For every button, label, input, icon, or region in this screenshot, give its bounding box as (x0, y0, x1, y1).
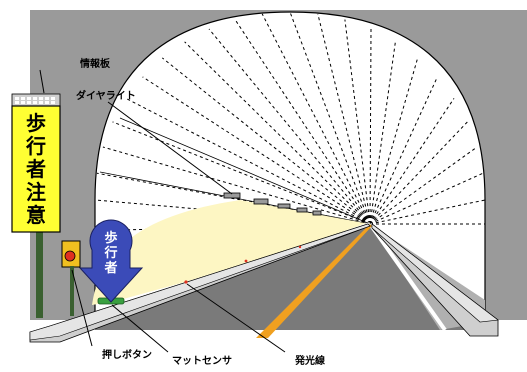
right-curb-top (371, 223, 499, 323)
lining-ray (369, 28, 372, 225)
lining-ray (184, 41, 371, 225)
road-edge-right (368, 222, 447, 332)
center-line (256, 224, 372, 338)
wall-line (119, 117, 371, 225)
lining-ray (369, 172, 484, 225)
pedestrian-marker-char: 行 (103, 245, 117, 261)
lining-ray (317, 13, 371, 225)
lining-ray (289, 11, 371, 225)
sign-char: 者 (25, 157, 46, 181)
lining-ray (369, 41, 396, 225)
info-board-pole (36, 232, 43, 318)
label-mat-sensor: マットセンサ (172, 355, 232, 367)
lining-ray (208, 28, 371, 225)
lining-ray (344, 19, 371, 225)
lining-ray (234, 19, 371, 225)
tunnel-lining-lines (94, 11, 486, 231)
light-beam (92, 200, 370, 305)
label-light-wire: 発光線 (294, 354, 325, 367)
sign-char: 歩 (26, 111, 46, 135)
label-info-board: 情報板 (80, 57, 111, 70)
info-board-sign (11, 105, 61, 233)
leader-lines (39, 69, 286, 353)
left-curb-top (29, 223, 371, 341)
lining-ray (112, 121, 371, 225)
sign-char: 意 (26, 203, 46, 227)
pedestrian-marker-char: 歩 (104, 230, 117, 246)
lining-ray (369, 76, 438, 225)
light-wire (184, 245, 302, 284)
lining-ray (125, 97, 371, 225)
info-board-led-strip (15, 97, 55, 104)
sign-char: 行 (25, 134, 46, 158)
lining-ray (102, 146, 371, 225)
lining-ray (369, 57, 419, 225)
push-button[interactable] (64, 250, 76, 262)
pedestrian-marker: 歩 行 者 (78, 219, 144, 303)
lining-ray (161, 57, 371, 225)
lining-ray (369, 199, 486, 225)
push-button-post (70, 266, 74, 316)
dia-light-fixtures (223, 192, 322, 216)
label-dia-light: ダイヤライト (76, 89, 136, 102)
pedestrian-marker-char: 者 (103, 260, 117, 276)
sign-char: 注 (26, 180, 46, 204)
lining-ray (96, 172, 371, 225)
lining-ray (369, 98, 455, 225)
label-push-button: 押しボタン (102, 348, 152, 361)
lining-ray (369, 146, 478, 225)
